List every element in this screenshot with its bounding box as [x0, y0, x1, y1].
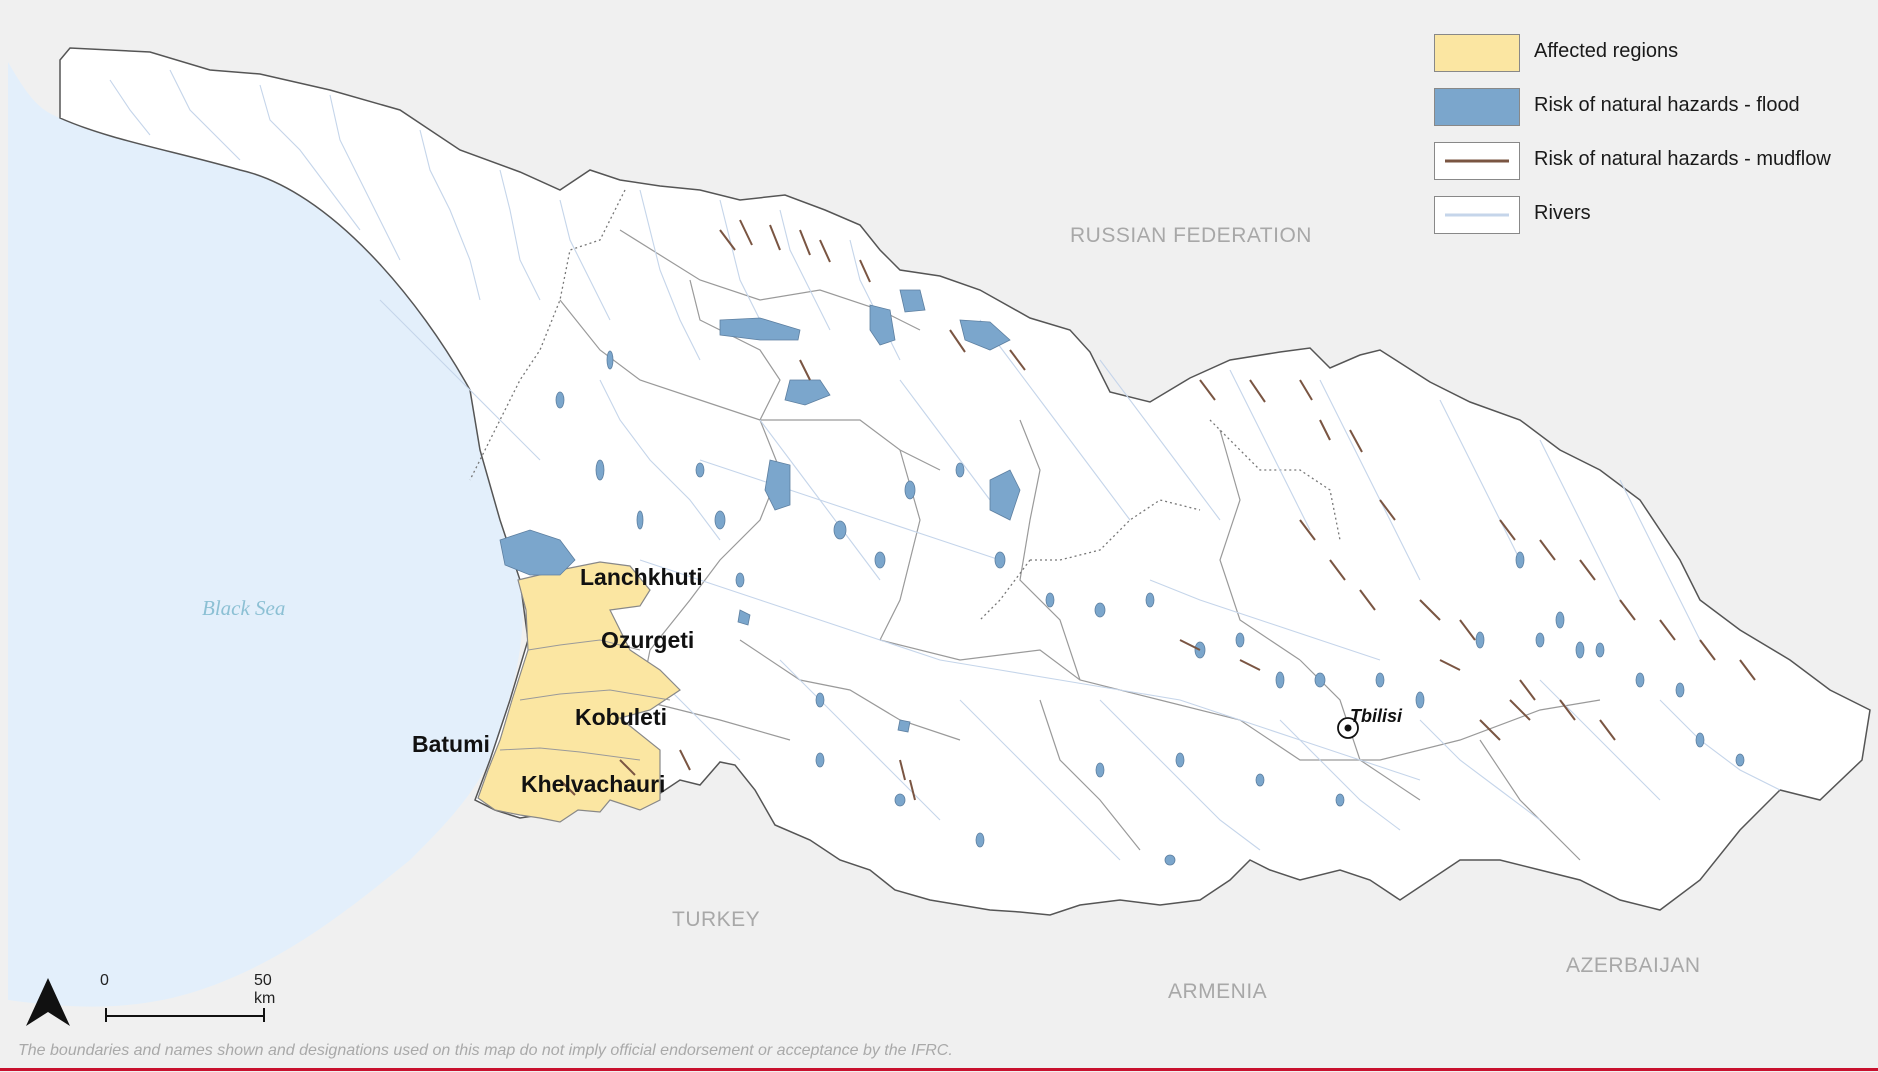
capital-label: Tbilisi: [1350, 706, 1403, 726]
legend-item-mudflow: Risk of natural hazards - mudflow: [1432, 138, 1872, 192]
mudflow-risk-lines: [559, 219, 1756, 801]
flood-risk-areas: [499, 289, 1745, 866]
sea-label: Black Sea: [202, 596, 286, 620]
scale-start-label: 0: [100, 972, 109, 989]
tbilisi-marker: [1337, 717, 1359, 739]
legend-swatch-affected: [1434, 34, 1520, 72]
legend-label-affected: Affected regions: [1534, 40, 1679, 62]
legend-item-affected: Affected regions: [1432, 30, 1872, 84]
region-label-batumi: Batumi: [412, 731, 490, 757]
region-label-khelvachauri: Khelvachauri: [521, 771, 666, 797]
black-sea: [8, 62, 523, 1007]
legend-label-mudflow: Risk of natural hazards - mudflow: [1534, 148, 1831, 170]
river-line-icon: [1445, 213, 1509, 217]
region-label-kobuleti: Kobuleti: [575, 704, 667, 730]
legend-label-flood: Risk of natural hazards - flood: [1534, 94, 1800, 116]
region-label-ozurgeti: Ozurgeti: [601, 627, 695, 653]
scale-line: [105, 1008, 265, 1022]
legend-swatch-mudflow: [1434, 142, 1520, 180]
legend-label-rivers: Rivers: [1534, 202, 1591, 224]
north-arrow-icon: [26, 978, 70, 1026]
scale-end-label: 50 km: [254, 972, 276, 1007]
country-label-turkey: TURKEY: [672, 908, 761, 931]
legend-item-flood: Risk of natural hazards - flood: [1432, 84, 1872, 138]
scale-bar: 0 50 km: [28, 972, 288, 1032]
legend-swatch-flood: [1434, 88, 1520, 126]
legend: Affected regions Risk of natural hazards…: [1432, 30, 1872, 246]
affected-internal-lines: [499, 639, 671, 761]
legend-swatch-rivers: [1434, 196, 1520, 234]
legend-item-rivers: Rivers: [1432, 192, 1872, 246]
disclaimer-text: The boundaries and names shown and desig…: [18, 1042, 953, 1059]
region-label-lanchkhuti: Lanchkhuti: [580, 564, 703, 590]
bottom-rule: [0, 1068, 1878, 1071]
country-label-azerbaijan: AZERBAIJAN: [1566, 954, 1701, 977]
mudflow-line-icon: [1445, 159, 1509, 163]
country-label-armenia: ARMENIA: [1168, 980, 1268, 1003]
country-label-russia: RUSSIAN FEDERATION: [1070, 224, 1312, 247]
